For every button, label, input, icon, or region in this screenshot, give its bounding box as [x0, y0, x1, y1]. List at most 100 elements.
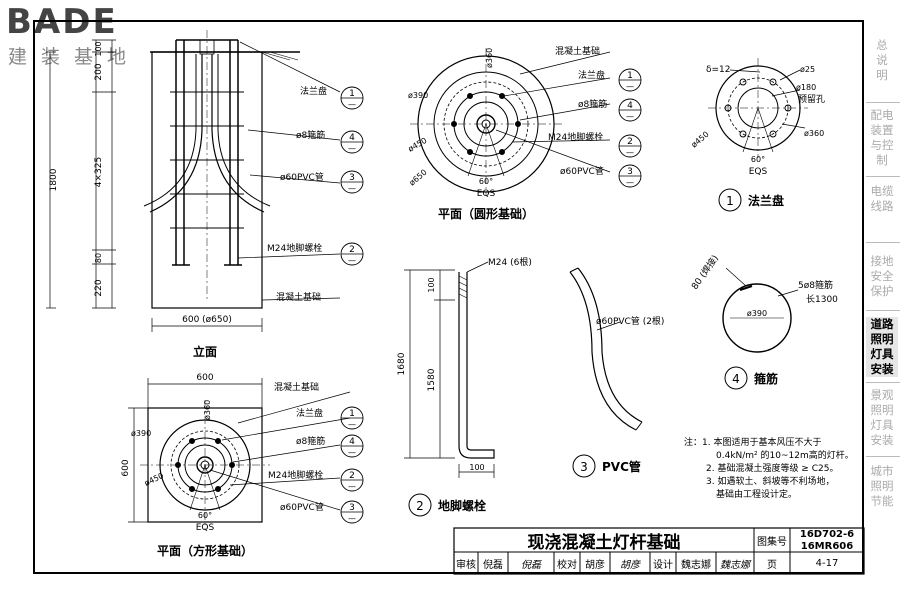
note-head: 注：1. 本图适用于基本风压不大于: [684, 436, 821, 448]
anchor-bolt-title: 地脚螺栓: [438, 498, 486, 513]
callout-stirrup: ø8箍筋: [296, 129, 325, 141]
callout-pvc: ø60PVC管: [280, 501, 324, 513]
balloon-dash: —: [348, 184, 356, 193]
callout-bolt: M24地脚螺栓: [267, 242, 322, 254]
elevation-view: [46, 30, 364, 332]
balloon-dash: —: [348, 420, 356, 429]
plan-round-title: 平面（圆形基础）: [438, 206, 534, 221]
logo-text: BADE: [6, 2, 118, 42]
balloon-2: 2: [349, 471, 355, 481]
callout-concrete: 混凝土基础: [274, 381, 319, 393]
sidebar-divider: [866, 242, 900, 243]
sidebar-item-energy-saving[interactable]: 城市 照明 节能: [870, 464, 894, 508]
balloon-dash: —: [626, 148, 634, 157]
sidebar-divider: [866, 456, 900, 457]
callout-stirrup: ø8箍筋: [578, 98, 607, 110]
dim-100: 100: [94, 41, 103, 56]
stirrup-detail: [722, 267, 799, 390]
dim-450: ø450: [143, 471, 165, 488]
checker-name: 胡彦: [585, 559, 605, 571]
label-m24: M24 (6根): [488, 256, 532, 268]
dim-80: 80: [94, 253, 103, 263]
dim-390: ø390: [747, 309, 767, 318]
dim-1800: 1800: [49, 168, 59, 191]
pvc-pipe-texts: ø60PVC管 (2根) 3 PVC管: [580, 315, 664, 474]
callout-flange: 法兰盘: [578, 69, 605, 81]
balloon-dash: —: [348, 100, 356, 109]
title-block: 现浇混凝土灯杆基础 图集号 16D702-6 16MR606 审核 倪磊 倪磊 …: [454, 528, 864, 574]
balloon-dash: —: [626, 112, 634, 121]
dim-450: ø450: [407, 136, 429, 154]
dim-100-v: 100: [427, 277, 436, 292]
plan-square-texts: 600 600 ø360 ø390 ø450 60° EQS 平面（方形基础） …: [121, 373, 356, 558]
dim-25: ø25: [800, 65, 815, 74]
label-eqs: EQS: [477, 189, 496, 199]
checker-signature: 胡彦: [620, 559, 640, 571]
flange-detail: [708, 58, 808, 212]
elevation-title: 立面: [193, 344, 217, 359]
sidebar-item-cable[interactable]: 电缆 线路: [870, 184, 894, 213]
balloon-dash: —: [348, 482, 356, 491]
dim-4x325: 4×325: [94, 157, 104, 187]
balloon-dash: —: [348, 448, 356, 457]
note-line-3: 3. 如遇软土、斜坡等不利场地，: [706, 475, 834, 487]
balloon-dash: —: [626, 82, 634, 91]
dim-1680: 1680: [397, 352, 407, 375]
dim-600-top: 600: [196, 373, 213, 383]
callout-bolt: M24地脚螺栓: [268, 469, 323, 481]
plan-round-view: [410, 48, 642, 196]
check-label: 校对: [557, 559, 577, 571]
plan-square-title: 平面（方形基础）: [157, 543, 253, 558]
detail-number-4: 4: [732, 372, 740, 386]
anchor-bolt-texts: M24 (6根) 1680 1580 100 100 2 地脚螺栓: [397, 256, 532, 513]
balloon-4: 4: [349, 437, 355, 447]
dim-220: 220: [94, 279, 104, 296]
label-eqs: EQS: [196, 523, 215, 533]
atlas-number-2: 16MR606: [800, 540, 854, 552]
sidebar-item-grounding[interactable]: 接地 安全 保护: [870, 254, 894, 298]
label-thickness: δ=12: [706, 65, 731, 75]
sidebar-divider: [866, 310, 900, 311]
sidebar-divider: [866, 382, 900, 383]
label-length: 长1300: [806, 293, 838, 305]
plan-square-view: [128, 378, 364, 530]
callout-flange: 法兰盘: [300, 85, 327, 97]
angle-60: 60°: [479, 177, 493, 186]
balloon-1: 1: [349, 409, 355, 419]
atlas-number: 16D702-6: [799, 528, 855, 540]
designer-signature: 魏志娜: [720, 559, 750, 571]
angle-60: 60°: [198, 511, 212, 520]
angle-60: 60°: [751, 155, 765, 164]
stirrup-title: 箍筋: [753, 371, 778, 386]
balloon-3: 3: [349, 173, 355, 183]
dim-100-h: 100: [469, 463, 484, 472]
sidebar-item-general[interactable]: 总 说 明: [876, 38, 888, 82]
callout-pvc: ø60PVC管: [280, 171, 324, 183]
balloon-dash: —: [348, 144, 356, 153]
pvc-pipe-detail: [569, 267, 643, 478]
reviewer-name: 倪磊: [483, 559, 503, 571]
callout-pvc: ø60PVC管: [560, 165, 604, 177]
logo-subtext: 建装基地: [8, 46, 141, 68]
balloon-2: 2: [349, 245, 355, 255]
balloon-2: 2: [627, 137, 633, 147]
sidebar-item-distribution[interactable]: 配电 装置 与控 制: [870, 108, 894, 167]
dim-450: ø450: [690, 130, 711, 150]
note-line-1: 0.4kN/m² 的10~12m高的灯杆。: [716, 449, 854, 461]
label-pvc-pipe: ø60PVC管 (2根): [596, 315, 664, 327]
pvc-title: PVC管: [602, 459, 641, 474]
sidebar-item-road-lighting[interactable]: 道路 照明 灯具 安装: [866, 317, 898, 377]
callout-concrete: 混凝土基础: [555, 45, 600, 57]
sidebar-item-landscape[interactable]: 景观 照明 灯具 安装: [870, 388, 894, 447]
elevation-texts: 100 200 4×325 80 220 1800 600 (ø650) 立面 …: [49, 41, 356, 359]
balloon-3: 3: [627, 167, 633, 177]
dim-600-side: 600: [121, 459, 131, 476]
reviewer-signature: 倪磊: [521, 559, 541, 571]
note-line-4: 基础由工程设计定。: [716, 488, 797, 500]
review-label: 审核: [456, 559, 476, 571]
watermark-logo: BADE 建装基地: [6, 2, 156, 68]
detail-number-3: 3: [580, 460, 588, 474]
balloon-dash: —: [348, 256, 356, 265]
